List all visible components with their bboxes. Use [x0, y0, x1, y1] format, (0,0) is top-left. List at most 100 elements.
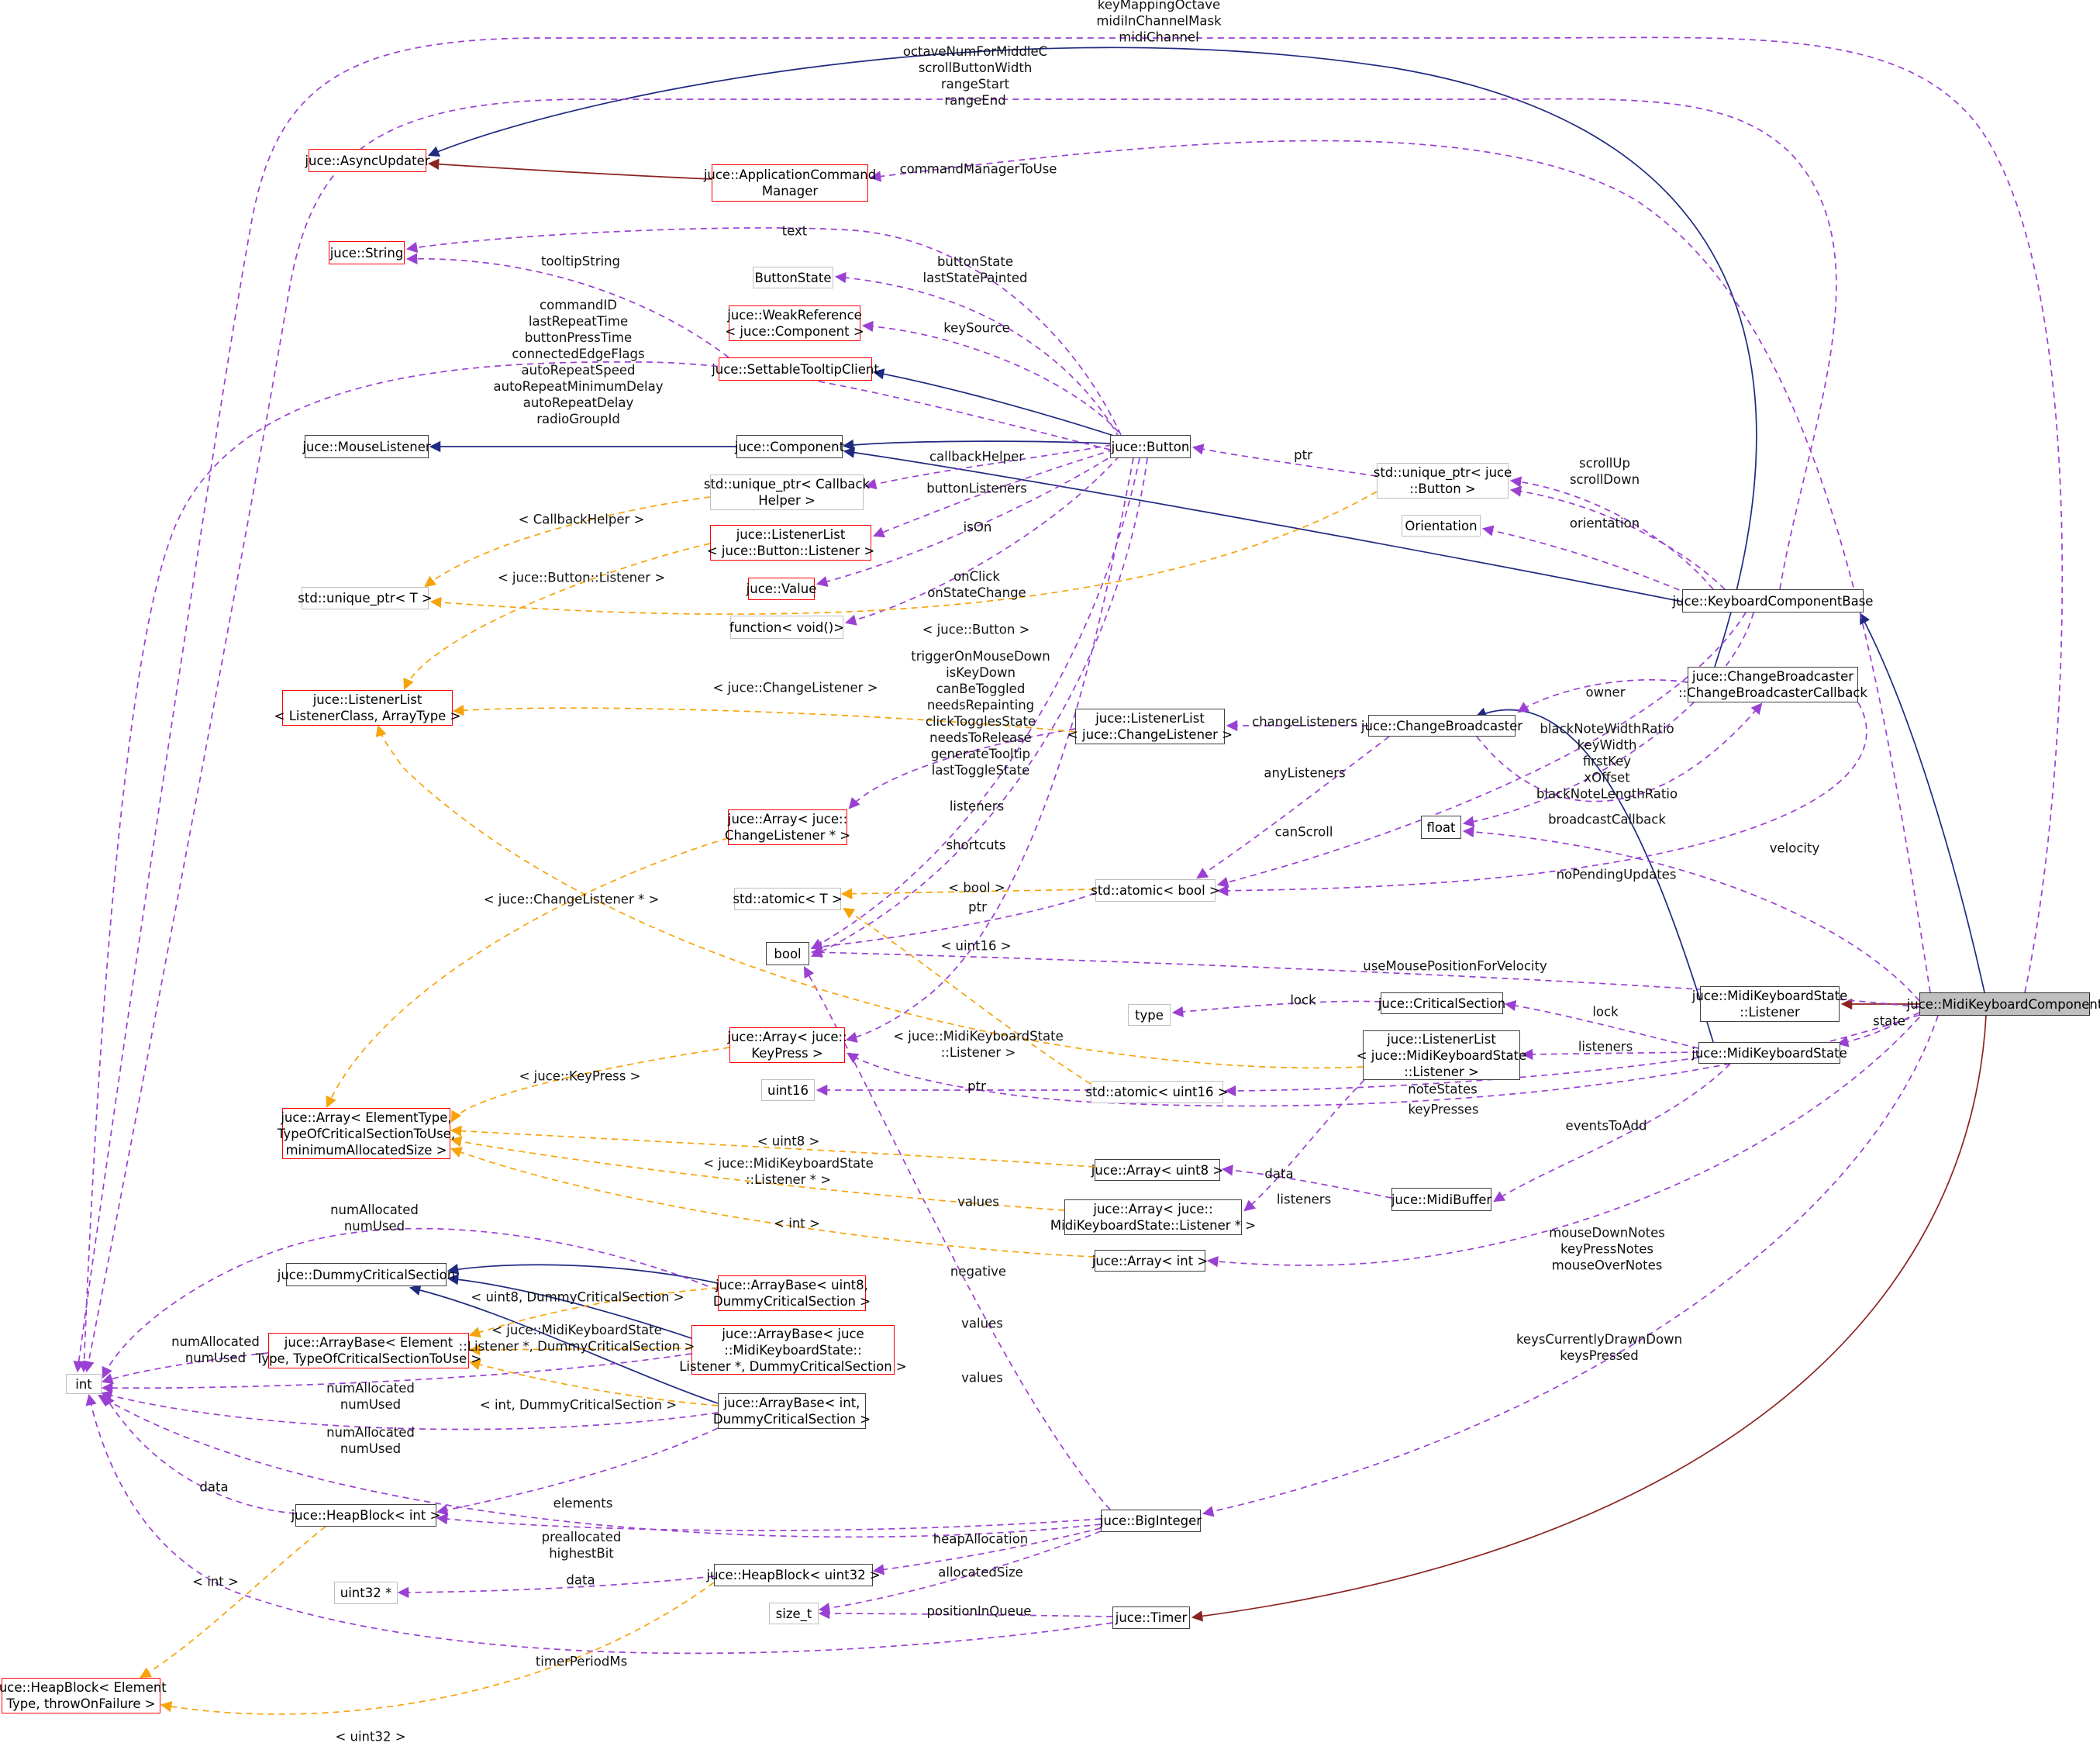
edge-orange-75 [843, 907, 1091, 1085]
node-asyncupdater[interactable]: juce::AsyncUpdater [305, 149, 430, 172]
edge-purple-50 [1493, 1063, 1731, 1203]
edge-purple-44 [1504, 999, 1699, 1049]
node-array_mks_listener[interactable]: juce::Array< juce:: MidiKeyboardState::L… [1050, 1199, 1256, 1235]
edge-purple-45 [1171, 1000, 1381, 1018]
edge-purple-31 [1462, 612, 1754, 827]
node-fn_void[interactable]: function< void()> [729, 616, 844, 639]
edge-orange-85 [160, 1582, 715, 1715]
edge-purple-64 [872, 1527, 1102, 1575]
edge-purple-51 [1221, 1165, 1392, 1199]
edge-purple-16 [405, 227, 1122, 436]
node-array_int[interactable]: juce::Array< int > [1092, 1250, 1208, 1272]
edge-orange-71 [403, 543, 711, 690]
edge-navy-3 [843, 447, 1683, 602]
node-uint32ptr[interactable]: uint32 * [334, 1582, 398, 1604]
edge-purple-54 [1202, 1015, 1939, 1517]
node-button[interactable]: juce::Button [1110, 435, 1191, 458]
edge-orange-76 [326, 837, 729, 1108]
edge-orange-74 [840, 888, 1096, 899]
node-atomic_uint16[interactable]: std::atomic< uint16 > [1085, 1081, 1229, 1103]
edge-purple-61 [436, 1427, 719, 1516]
edge-purple-47 [1836, 1012, 1920, 1047]
node-value[interactable]: juce::Value [747, 578, 816, 600]
node-mouselistener[interactable]: juce::MouseListener [302, 435, 431, 458]
node-arraybase_int[interactable]: juce::ArrayBase< int, DummyCriticalSecti… [713, 1393, 871, 1429]
edge-purple-13 [73, 36, 2064, 1373]
node-midikeyboardstate[interactable]: juce::MidiKeyboardState [1691, 1042, 1847, 1064]
edge-orange-81 [468, 1287, 719, 1338]
edge-purple-26 [811, 457, 1148, 958]
edge-navy-8 [447, 1274, 692, 1339]
node-buttonstate[interactable]: ButtonState [753, 267, 833, 288]
node-appcmdmgr[interactable]: juce::ApplicationCommand Manager [704, 164, 876, 202]
node-array_changelistener[interactable]: juce::Array< juce:: ChangeListener * > [725, 809, 850, 845]
node-nint[interactable]: int [66, 1374, 102, 1394]
edge-purple-39 [810, 947, 1920, 1008]
edge-purple-14 [83, 98, 1837, 1373]
edge-purple-25 [811, 457, 1140, 950]
node-kbcompbase[interactable]: juce::KeyboardComponentBase [1673, 589, 1873, 613]
node-weakref[interactable]: juce::WeakReference < juce::Component > [725, 305, 864, 341]
node-timer[interactable]: juce::Timer [1112, 1606, 1190, 1629]
edge-purple-67 [397, 1575, 715, 1599]
edge-purple-34 [1517, 678, 1688, 713]
edge-purple-68 [85, 1393, 1113, 1655]
node-changebroadcaster[interactable]: juce::ChangeBroadcaster [1361, 715, 1522, 737]
node-criticalsection[interactable]: juce::CriticalSection [1378, 992, 1505, 1014]
edge-purple-56 [102, 1227, 719, 1379]
node-ntype[interactable]: type [1128, 1004, 1171, 1026]
node-biginteger[interactable]: juce::BigInteger [1100, 1510, 1202, 1532]
node-settabletooltip[interactable]: juce::SettableTooltipClient [712, 357, 879, 381]
node-nsize_t[interactable]: size_t [769, 1603, 819, 1624]
node-dummycs[interactable]: juce::DummyCriticalSection [278, 1263, 455, 1286]
node-atomic_bool[interactable]: std::atomic< bool > [1091, 879, 1220, 902]
edge-purple-36 [1196, 736, 1390, 879]
node-ll_changelistener[interactable]: juce::ListenerList < juce::ChangeListene… [1067, 709, 1233, 744]
node-heapblock_uint32[interactable]: juce::HeapBlock< uint32 > [706, 1564, 881, 1586]
edge-purple-15 [869, 140, 1931, 993]
node-arraybase_template[interactable]: juce::ArrayBase< Element Type, TypeOfCri… [256, 1333, 481, 1368]
edge-purple-28 [1509, 476, 1714, 590]
edge-navy-0 [842, 439, 1111, 450]
edge-purple-40 [848, 728, 1076, 809]
node-mks_listener[interactable]: juce::MidiKeyboardState ::Listener [1692, 986, 1847, 1022]
node-uptr_button[interactable]: std::unique_ptr< juce ::Button > [1374, 463, 1512, 499]
edge-navy-1 [872, 368, 1117, 437]
node-ll_template[interactable]: juce::ListenerList < ListenerClass, Arra… [274, 690, 460, 726]
node-arraybase_mks[interactable]: juce::ArrayBase< juce ::MidiKeyboardStat… [679, 1325, 907, 1375]
edge-orange-79 [450, 1136, 1065, 1211]
node-heapblock_int[interactable]: juce::HeapBlock< int > [291, 1504, 440, 1527]
edge-purple-65 [818, 1531, 1102, 1614]
node-cbcallback[interactable]: juce::ChangeBroadcaster ::ChangeBroadcas… [1678, 667, 1867, 702]
edge-orange-69 [424, 496, 711, 588]
node-ll_mks_listener[interactable]: juce::ListenerList < juce::MidiKeyboardS… [1356, 1030, 1527, 1080]
node-uptr_cbhelper[interactable]: std::unique_ptr< Callback Helper > [704, 475, 870, 510]
node-midibuffer[interactable]: juce::MidiBuffer [1391, 1188, 1491, 1211]
edge-purple-38 [1216, 702, 1867, 896]
edge-purple-23 [816, 452, 1118, 588]
node-nuint16[interactable]: uint16 [761, 1079, 815, 1101]
edge-purple-20 [78, 361, 1111, 1373]
edge-purple-42 [810, 892, 1096, 953]
node-string[interactable]: juce::String [329, 241, 405, 264]
node-heapblock_template[interactable]: juce::HeapBlock< Element Type, throwOnFa… [0, 1678, 167, 1713]
node-array_keypress[interactable]: juce::Array< juce:: KeyPress > [727, 1027, 847, 1063]
edge-purple-66 [818, 1607, 1113, 1620]
edge-maroon-12 [1191, 1015, 1987, 1622]
node-nfloat[interactable]: float [1421, 816, 1461, 839]
edge-purple-29 [1509, 485, 1726, 590]
node-orientation[interactable]: Orientation [1402, 515, 1481, 537]
node-uptr_t[interactable]: std::unique_ptr< T > [298, 587, 433, 609]
node-component[interactable]: juce::Component [735, 435, 844, 458]
node-ll_buttonlistener[interactable]: juce::ListenerList < juce::Button::Liste… [707, 525, 874, 561]
node-atomic_t[interactable]: std::atomic< T > [733, 888, 843, 910]
edge-purple-59 [100, 1390, 719, 1430]
node-arraybase_uint8[interactable]: juce::ArrayBase< uint8, DummyCriticalSec… [713, 1275, 871, 1311]
node-nbool[interactable]: bool [766, 942, 809, 965]
node-array_uint8[interactable]: juce::Array< uint8 > [1091, 1159, 1223, 1181]
edge-purple-37 [1216, 612, 1747, 888]
edge-purple-48 [1224, 1057, 1699, 1097]
node-array_elementtype[interactable]: juce::Array< ElementType, TypeOfCritical… [278, 1108, 455, 1159]
